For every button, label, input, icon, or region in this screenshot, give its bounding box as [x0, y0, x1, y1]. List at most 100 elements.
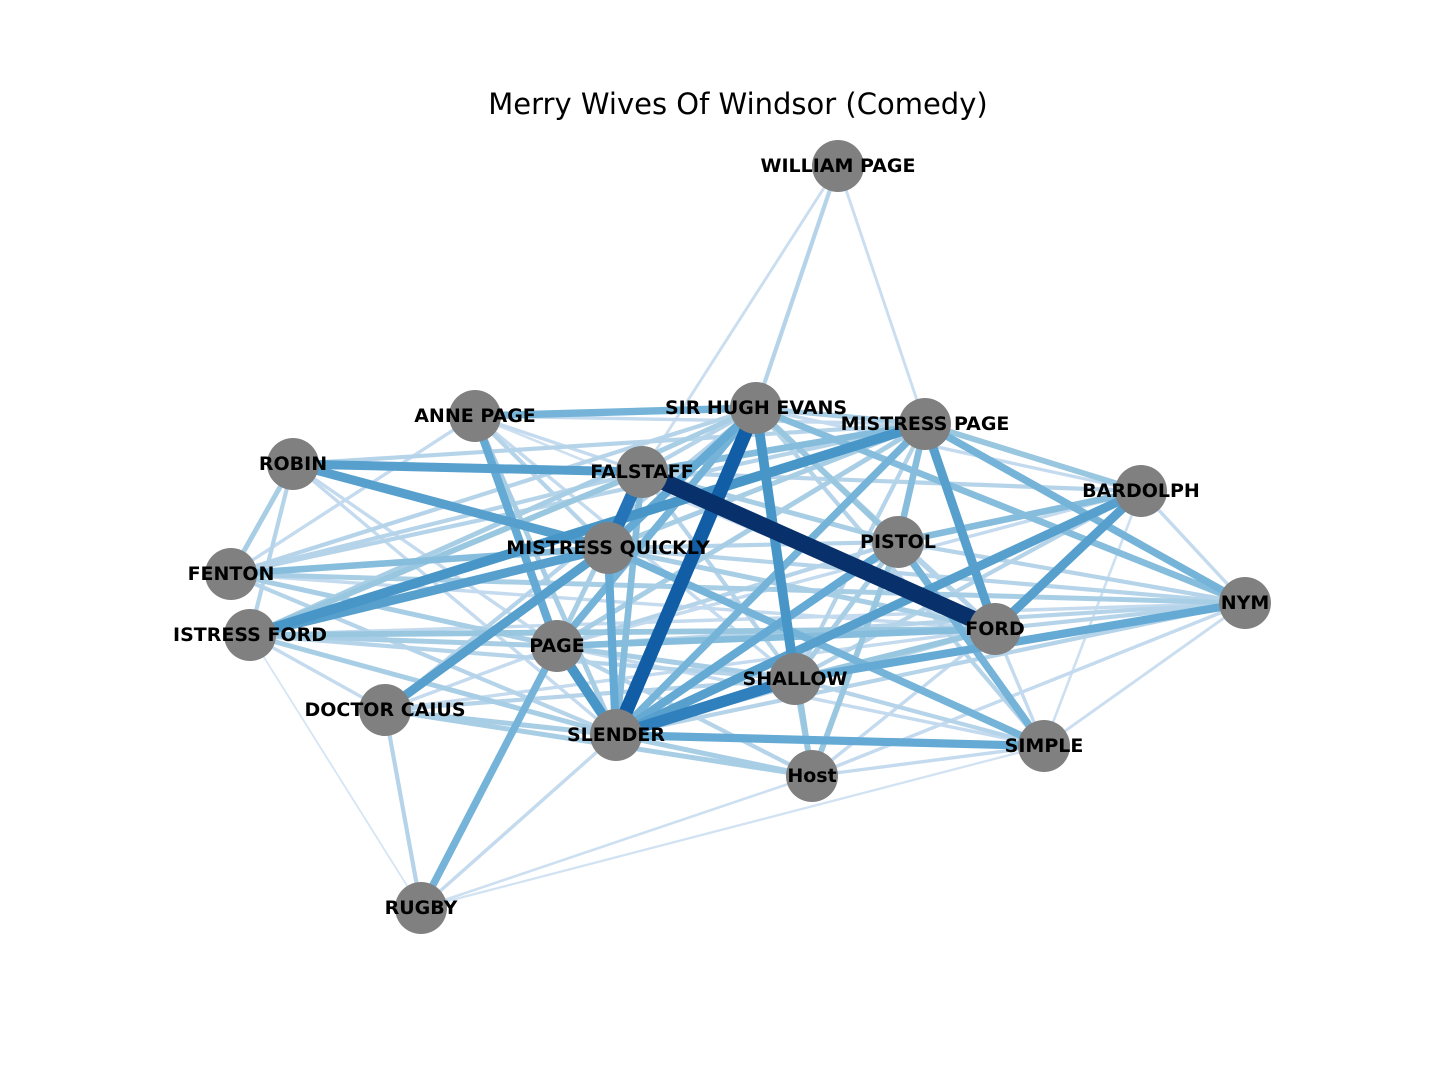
- node-robin[interactable]: [267, 438, 319, 490]
- edge-mistress-ford-mistress-page: [248, 419, 927, 640]
- edge-page-mistress-page: [555, 421, 927, 649]
- edge-nym-pistol: [897, 539, 1246, 606]
- node-bardolph[interactable]: [1115, 465, 1167, 517]
- node-label-fenton: FENTON: [188, 563, 275, 585]
- node-mistress-quickly[interactable]: [582, 522, 634, 574]
- edge-sir-hugh-evans-slender: [609, 405, 763, 738]
- edge-rugby-page: [417, 644, 561, 910]
- edge-anne-page-falstaff: [474, 414, 643, 474]
- node-label-ford: FORD: [965, 618, 1025, 640]
- node-layer: [205, 140, 1271, 934]
- edge-anne-page-sir-hugh-evans: [474, 404, 757, 420]
- node-host[interactable]: [786, 750, 838, 802]
- edge-doctor-caius-rugby: [382, 709, 424, 909]
- edge-mistress-quickly-ford: [607, 545, 996, 632]
- node-sir-hugh-evans[interactable]: [730, 382, 782, 434]
- node-label-shallow: SHALLOW: [743, 668, 848, 690]
- edge-rugby-slender: [419, 733, 618, 910]
- edge-sir-hugh-evans-pistol: [754, 405, 900, 545]
- edge-rugby-host: [420, 774, 813, 910]
- edge-sir-hugh-evans-mistress-page: [755, 405, 926, 427]
- edge-fenton-nym: [230, 571, 1246, 606]
- edge-host-nym: [811, 601, 1246, 778]
- node-label-pistol: PISTOL: [860, 531, 936, 553]
- edge-host-slender: [615, 732, 813, 779]
- edge-doctor-caius-mistress-quickly: [382, 544, 611, 714]
- node-anne-page[interactable]: [449, 390, 501, 442]
- edge-shallow-pistol: [793, 540, 900, 681]
- node-mistress-page[interactable]: [899, 398, 951, 450]
- edge-nym-shallow: [794, 598, 1246, 684]
- edge-robin-mistress-ford: [247, 463, 296, 636]
- edge-falstaff-ford: [638, 464, 999, 637]
- edge-nym-slender: [615, 600, 1246, 738]
- edge-fenton-sir-hugh-evans: [230, 405, 757, 577]
- edge-pistol-bardolph: [897, 487, 1142, 546]
- node-label-bardolph: BARDOLPH: [1082, 480, 1200, 502]
- node-ford[interactable]: [969, 603, 1021, 655]
- node-label-falstaff: FALSTAFF: [590, 461, 693, 483]
- edge-mistress-page-ford: [920, 422, 1000, 631]
- node-label-robin: ROBIN: [259, 453, 327, 475]
- edge-mistress-ford-falstaff: [248, 469, 644, 638]
- node-page[interactable]: [531, 620, 583, 672]
- node-label-william-page: WILLIAM PAGE: [761, 155, 916, 177]
- node-label-mistress-quickly: MISTRESS QUICKLY: [506, 537, 710, 559]
- edge-robin-falstaff: [292, 459, 643, 477]
- node-rugby[interactable]: [395, 882, 447, 934]
- edge-william-page-mistress-page: [836, 165, 927, 425]
- edge-rugby-mistress-ford: [249, 634, 422, 909]
- node-fenton[interactable]: [205, 548, 257, 600]
- chart-title: Merry Wives Of Windsor (Comedy): [488, 87, 987, 121]
- edge-mistress-ford-slender: [249, 632, 617, 738]
- node-nym[interactable]: [1219, 577, 1271, 629]
- node-label-sir-hugh-evans: SIR HUGH EVANS: [665, 397, 847, 419]
- node-falstaff[interactable]: [616, 446, 668, 498]
- edge-william-page-sir-hugh-evans: [754, 165, 840, 409]
- node-mistress-ford[interactable]: [224, 609, 276, 661]
- edge-mistress-ford-nym: [249, 601, 1246, 637]
- edge-mistress-page-bardolph: [924, 421, 1142, 494]
- edge-sir-hugh-evans-page: [554, 405, 759, 649]
- edge-sir-hugh-evans-shallow: [751, 407, 800, 680]
- node-label-simple: SIMPLE: [1005, 735, 1084, 757]
- node-simple[interactable]: [1018, 720, 1070, 772]
- edge-page-ford: [556, 625, 996, 650]
- edge-mistress-quickly-pistol: [607, 539, 899, 551]
- node-label-mistress-ford: ISTRESS FORD: [173, 624, 327, 646]
- node-label-page: PAGE: [529, 635, 584, 657]
- edge-pistol-simple: [894, 539, 1048, 749]
- node-pistol[interactable]: [872, 516, 924, 568]
- node-william-page[interactable]: [812, 140, 864, 192]
- edge-fenton-slender: [230, 572, 617, 737]
- edge-robin-slender: [291, 462, 618, 737]
- edge-host-simple: [811, 744, 1045, 778]
- node-label-host: Host: [787, 765, 836, 787]
- node-label-anne-page: ANNE PAGE: [414, 405, 536, 427]
- edge-anne-page-page: [471, 414, 561, 648]
- edge-layer: [228, 165, 1247, 910]
- node-label-rugby: RUGBY: [385, 897, 458, 919]
- node-doctor-caius[interactable]: [359, 684, 411, 736]
- edge-slender-simple: [615, 730, 1045, 751]
- node-slender[interactable]: [590, 709, 642, 761]
- edge-bardolph-ford: [991, 487, 1145, 633]
- node-shallow[interactable]: [769, 653, 821, 705]
- edge-bardolph-slender: [614, 486, 1143, 740]
- edge-fenton-mistress-quickly: [230, 544, 609, 578]
- edge-rugby-simple: [420, 744, 1045, 910]
- edge-falstaff-mistress-page: [641, 420, 926, 476]
- edge-sir-hugh-evans-mistress-quickly: [605, 405, 759, 551]
- node-label-nym: NYM: [1221, 592, 1270, 614]
- edge-slender-shallow: [614, 673, 797, 741]
- node-label-doctor-caius: DOCTOR CAIUS: [304, 699, 465, 721]
- edge-robin-mistress-quickly: [291, 459, 610, 553]
- edge-mistress-quickly-slender: [603, 547, 621, 736]
- node-label-mistress-page: MISTRESS PAGE: [841, 413, 1010, 435]
- node-label-slender: SLENDER: [567, 724, 665, 746]
- edge-mistress-page-slender: [613, 421, 928, 738]
- edge-nym-simple: [1043, 601, 1246, 748]
- edge-mistress-ford-ford: [249, 626, 996, 638]
